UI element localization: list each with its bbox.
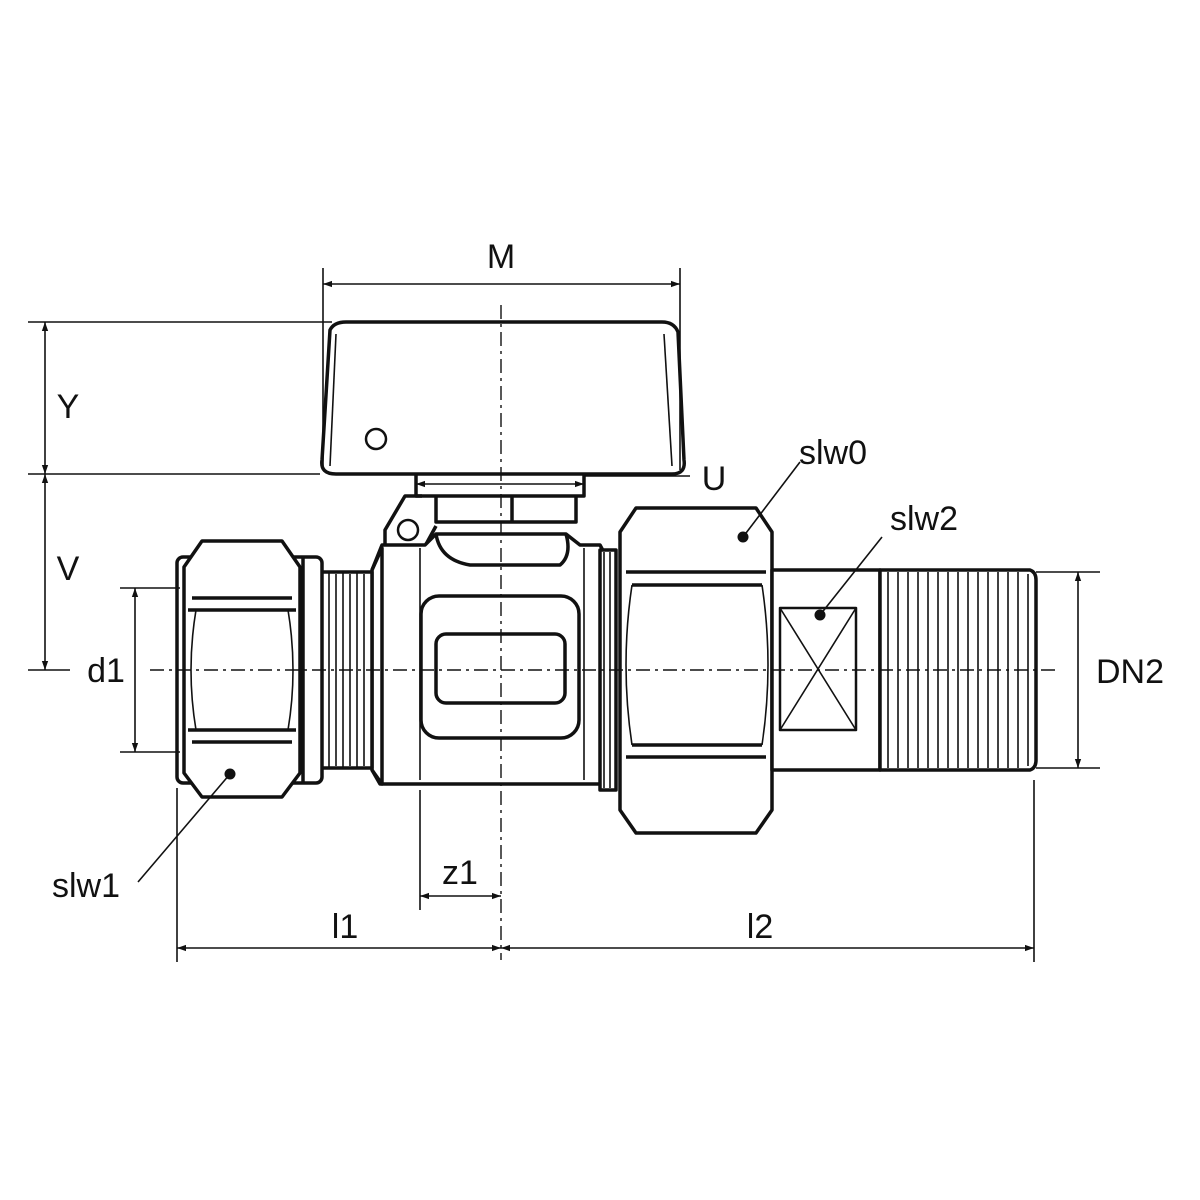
label-V: V (57, 550, 80, 588)
label-slw0: slw0 (799, 434, 867, 472)
handle-pin-hole (364, 427, 388, 451)
handle (320, 320, 686, 476)
label-l1: l1 (332, 908, 358, 946)
right-male-thread (878, 568, 1038, 772)
valve-body (370, 532, 610, 786)
label-d1: d1 (87, 652, 125, 690)
label-slw2: slw2 (890, 500, 958, 538)
label-slw1: slw1 (52, 867, 120, 905)
label-l2: l2 (747, 908, 773, 946)
label-U: U (702, 460, 727, 498)
dimension-lines (41, 280, 1082, 952)
label-z1: z1 (442, 854, 478, 892)
left-compression-nut (175, 539, 324, 799)
label-Y: Y (57, 388, 80, 426)
extension-lines (28, 268, 1100, 962)
stem-pin (396, 518, 420, 542)
label-DN2: DN2 (1096, 653, 1164, 691)
label-M: M (487, 238, 515, 276)
left-thread (316, 546, 384, 786)
